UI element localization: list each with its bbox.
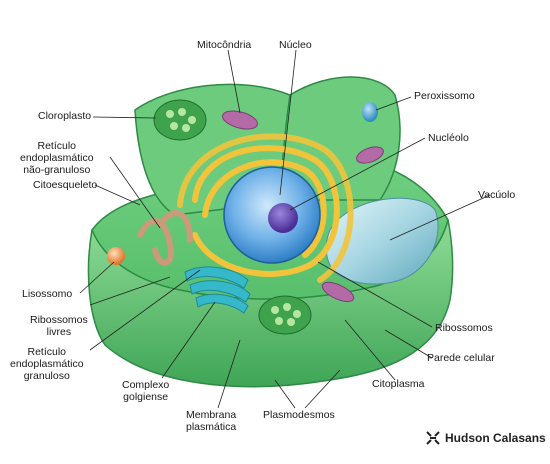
rough-er [177, 133, 354, 283]
label-lisossomo: Lisossomo [22, 288, 73, 300]
brand-logo-icon [426, 431, 440, 445]
label-plasmodesmos: Plasmodesmos [263, 409, 335, 421]
golgi [184, 266, 251, 314]
chloroplast-front [258, 295, 312, 335]
brand-name: Hudson Calasans [445, 431, 546, 445]
label-reticulo-granuloso: Retículo endoplasmático granuloso [10, 346, 84, 382]
peroxisome [362, 102, 378, 122]
label-nucleolo: Nucléolo [428, 132, 469, 144]
label-mitocondria: Mitocôndria [197, 39, 252, 51]
label-ribossomos-livres: Ribossomos livres [30, 314, 88, 338]
vacuole [325, 197, 439, 285]
label-vacuolo: Vacúolo [478, 189, 516, 201]
lysosome [107, 247, 125, 265]
label-complexo-golgiense: Complexo golgiense [122, 379, 170, 403]
label-nucleo: Núcleo [279, 39, 312, 51]
leader-lines [79, 49, 491, 409]
label-reticulo-liso: Retículo endoplasmático não-granuloso [20, 140, 94, 176]
label-parede-celular: Parede celular [427, 352, 495, 364]
smooth-er [137, 210, 193, 266]
chloroplast-back [153, 99, 207, 141]
brand: Hudson Calasans [425, 428, 546, 448]
label-cloroplasto: Cloroplasto [38, 110, 92, 122]
label-citoplasma: Citoplasma [372, 378, 425, 390]
label-peroxissomo: Peroxissomo [414, 90, 475, 102]
label-membrana-plasmatica: Membrana plasmática [186, 409, 237, 433]
nucleolus [268, 203, 298, 233]
label-citoesqueleto: Citoesqueleto [33, 179, 98, 191]
label-ribossomos: Ribossomos [435, 322, 493, 334]
mitochondria [221, 110, 384, 303]
